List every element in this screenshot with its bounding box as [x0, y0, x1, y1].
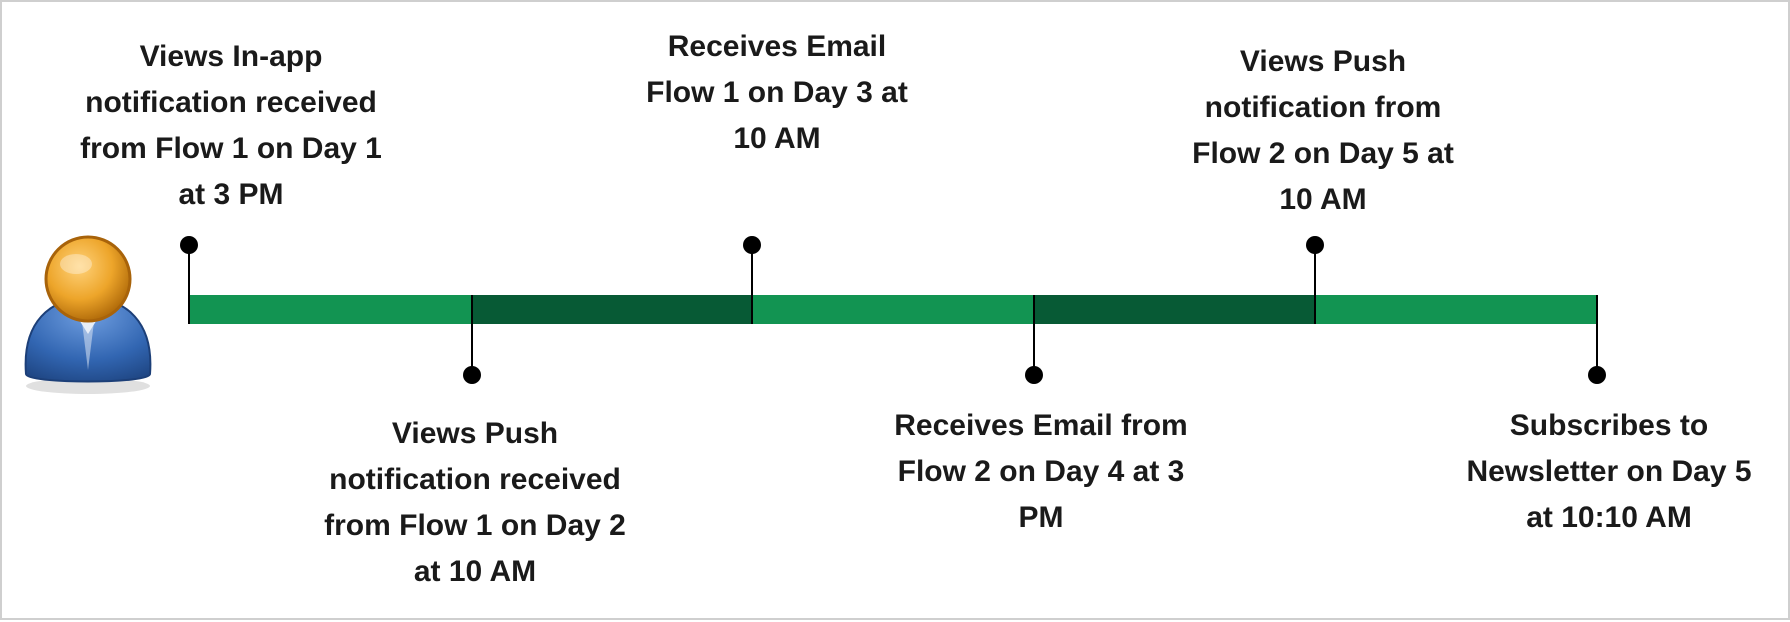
event-marker-4: [1025, 295, 1043, 384]
timeline-segment-4: [1034, 295, 1315, 324]
event-label-2: Views Push notification received from Fl…: [324, 417, 626, 588]
user-avatar-icon: [24, 235, 152, 394]
timeline-segment-5: [1315, 295, 1597, 324]
event-marker-5: [1306, 236, 1324, 324]
event-label-6: Subscribes to Newsletter on Day 5 at 10:…: [1466, 409, 1752, 534]
event-label-5: Views Push notification from Flow 2 on D…: [1192, 45, 1454, 216]
event-marker-3: [743, 236, 761, 324]
timeline-segment-3: [752, 295, 1034, 324]
event-label-4: Receives Email from Flow 2 on Day 4 at 3…: [894, 409, 1188, 534]
event-marker-6: [1588, 295, 1606, 384]
event-label-1: Views In-app notification received from …: [80, 40, 382, 211]
event-marker-1: [180, 236, 198, 324]
timeline-segment-1: [189, 295, 472, 324]
event-marker-2: [463, 295, 481, 384]
timeline-segment-2: [472, 295, 752, 324]
event-label-3: Receives Email Flow 1 on Day 3 at 10 AM: [646, 30, 908, 155]
